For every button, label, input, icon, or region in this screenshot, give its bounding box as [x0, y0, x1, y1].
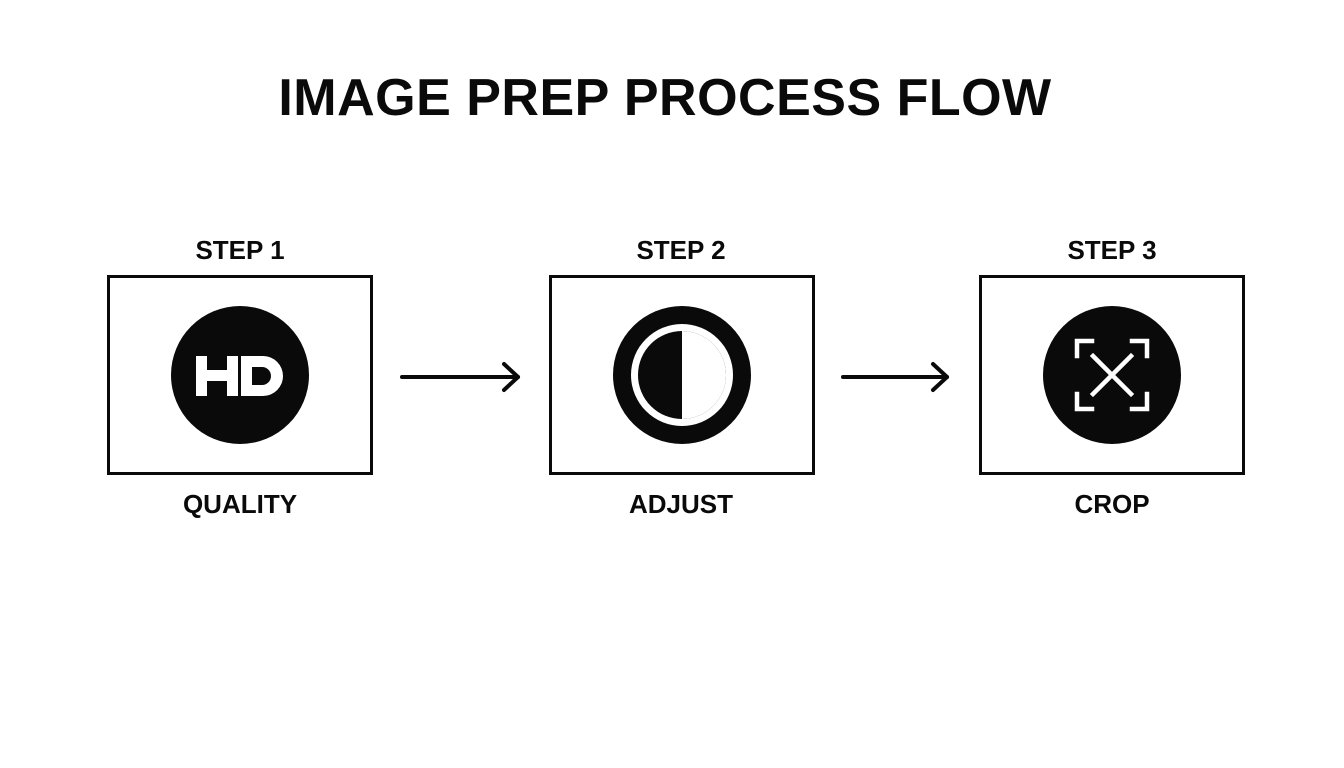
contrast-icon	[613, 306, 751, 444]
step-2-label: STEP 2	[636, 235, 726, 265]
page-title: IMAGE PREP PROCESS FLOW	[278, 69, 1052, 127]
step-3-label: STEP 3	[1067, 235, 1157, 265]
step-2-box	[549, 275, 815, 475]
step-3-box	[979, 275, 1245, 475]
arrow-right-icon	[400, 360, 524, 394]
arrow-right-icon	[841, 360, 965, 394]
step-1-caption: QUALITY	[182, 489, 298, 519]
crop-icon	[1043, 306, 1181, 444]
step-3-caption: CROP	[1074, 489, 1150, 519]
step-1-box	[107, 275, 373, 475]
step-2-caption: ADJUST	[628, 489, 733, 519]
step-1-label: STEP 1	[195, 235, 285, 265]
hd-icon	[171, 306, 309, 444]
